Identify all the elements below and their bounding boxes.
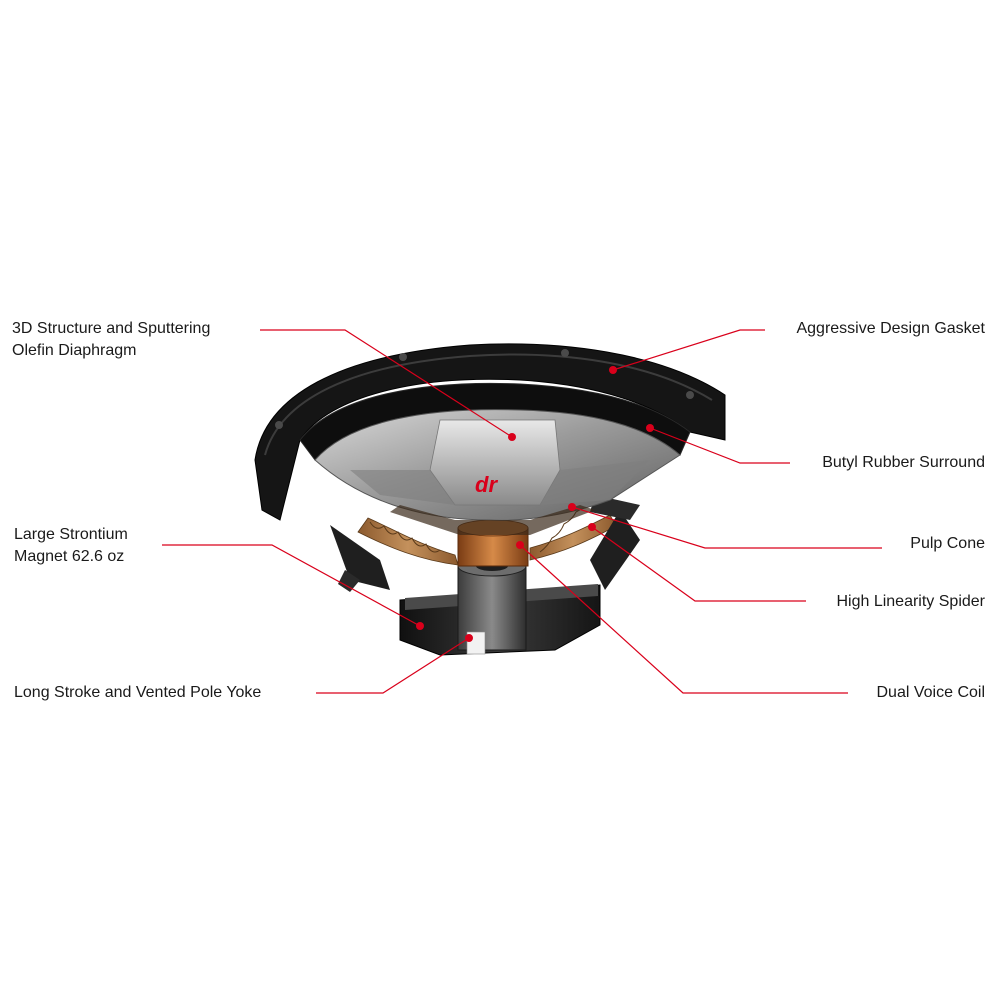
label-diaphragm: 3D Structure and Sputtering Olefin Diaph… xyxy=(12,318,210,362)
basket xyxy=(330,495,640,592)
leader-magnet xyxy=(162,544,421,627)
leader-lines xyxy=(162,329,882,694)
label-magnet-line-1: Large Strontium xyxy=(14,526,128,543)
label-surround: Butyl Rubber Surround xyxy=(822,454,985,471)
leader-diaphragm xyxy=(260,329,513,438)
leader-voice-coil xyxy=(519,544,848,694)
label-diaphragm-line-1: 3D Structure and Sputtering xyxy=(12,320,211,337)
dot-pulp-cone xyxy=(568,503,576,511)
label-magnet: Large Strontium Magnet 62.6 oz xyxy=(14,524,128,568)
dot-diaphragm xyxy=(508,433,516,441)
cone-logo: dr xyxy=(475,472,498,497)
leader-surround xyxy=(649,427,790,464)
label-pole-yoke: Long Stroke and Vented Pole Yoke xyxy=(14,684,262,701)
leader-gasket xyxy=(612,329,765,371)
dot-spider xyxy=(588,523,596,531)
dot-gasket xyxy=(609,366,617,374)
label-magnet-line-2: Magnet 62.6 oz xyxy=(14,548,125,565)
dot-magnet xyxy=(416,622,424,630)
diaphragm-cone: dr xyxy=(314,409,681,521)
dot-pole-yoke xyxy=(465,634,473,642)
pulp-cone xyxy=(390,505,595,535)
leader-pulp-cone xyxy=(571,506,882,549)
gasket xyxy=(254,343,726,521)
leader-pole-yoke xyxy=(316,637,470,694)
dot-surround xyxy=(646,424,654,432)
dot-voice-coil xyxy=(516,541,524,549)
label-pulp-cone: Pulp Cone xyxy=(910,535,985,552)
label-diaphragm-line-2: Olefin Diaphragm xyxy=(12,342,137,359)
label-spider: High Linearity Spider xyxy=(836,593,985,610)
label-gasket: Aggressive Design Gasket xyxy=(796,320,985,337)
label-voice-coil: Dual Voice Coil xyxy=(876,684,986,701)
leader-spider xyxy=(591,526,806,602)
